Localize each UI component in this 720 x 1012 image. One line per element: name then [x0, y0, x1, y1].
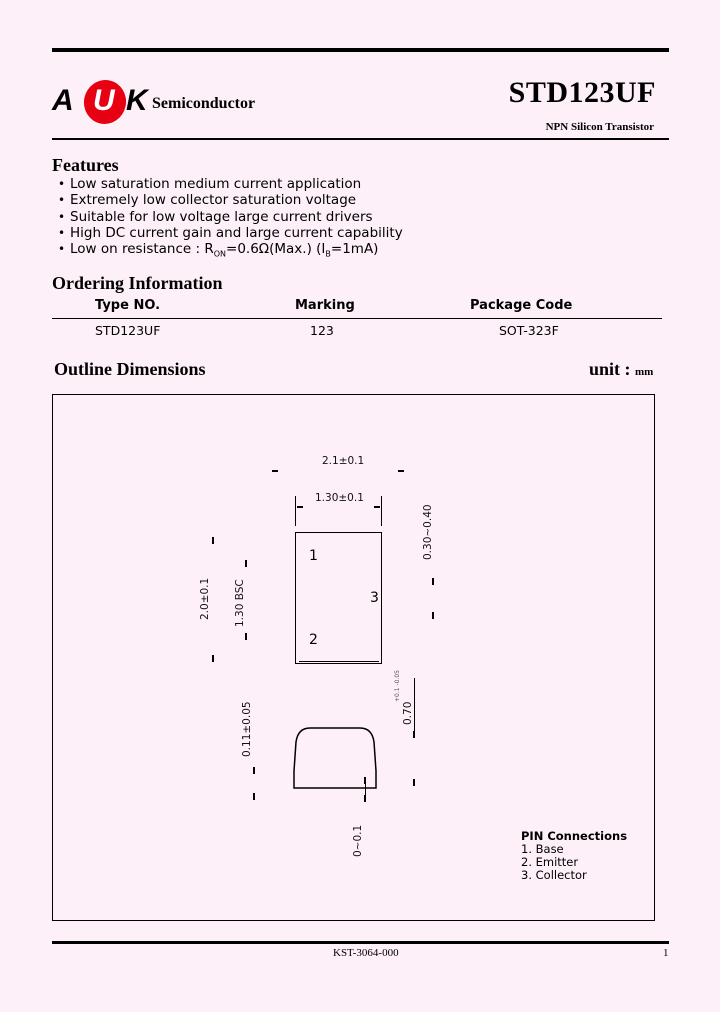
- package-body-top-view: [295, 532, 382, 664]
- extension-line: [365, 777, 366, 797]
- extension-line: [414, 678, 415, 736]
- pin-connection-item: 1. Base: [521, 842, 564, 856]
- arrow-icon: [297, 506, 303, 508]
- unit-label: unit : mm: [589, 359, 654, 379]
- part-subtitle: NPN Silicon Transistor: [545, 121, 654, 133]
- arrow-icon: [374, 506, 380, 508]
- header-top-rule: [52, 48, 669, 52]
- cell-type: STD123UF: [95, 323, 161, 338]
- logo-letter-a: A: [52, 84, 74, 117]
- arrow-icon: [364, 795, 366, 802]
- pin-connection-item: 2. Emitter: [521, 855, 579, 869]
- dim-pin-pitch: 1.30 BSC: [234, 579, 246, 627]
- footer-rule: [52, 941, 669, 944]
- features-heading: Features: [52, 155, 119, 175]
- arrow-icon: [364, 777, 366, 784]
- dim-body-height: 0.70: [402, 701, 414, 725]
- feature-item-resistance: Low on resistance : RON=0.6Ω(Max.) (IB=1…: [58, 241, 403, 263]
- extension-line: [295, 496, 296, 526]
- column-header-package: Package Code: [470, 298, 573, 313]
- dim-lead-length: 0.30~0.40: [422, 504, 434, 560]
- outline-heading: Outline Dimensions: [54, 359, 206, 379]
- outline-drawing-box: [52, 394, 655, 921]
- pin-connections-title: PIN Connections: [521, 829, 628, 843]
- dim-total-width: 2.1±0.1: [322, 455, 365, 467]
- arrow-icon: [432, 578, 434, 585]
- logo-letter-u: U: [93, 84, 115, 117]
- logo-semiconductor-text: Semiconductor: [152, 95, 256, 112]
- feature-item: Suitable for low voltage large current d…: [58, 209, 403, 225]
- dim-body-height-tolerance: +0.1 -0.05: [394, 669, 401, 702]
- table-header-divider: [52, 318, 662, 319]
- column-header-type: Type NO.: [95, 298, 161, 313]
- arrow-icon: [432, 612, 434, 619]
- arrow-icon: [253, 767, 255, 774]
- feature-item: Low saturation medium current applicatio…: [58, 176, 403, 192]
- arrow-icon: [212, 655, 214, 662]
- arrow-icon: [245, 560, 247, 567]
- cell-marking: 123: [310, 323, 334, 338]
- ordering-heading: Ordering Information: [52, 273, 223, 293]
- extension-line: [381, 496, 382, 526]
- page-number: 1: [663, 947, 669, 959]
- column-header-marking: Marking: [295, 298, 355, 313]
- arrow-icon: [245, 633, 247, 640]
- pin-connection-item: 3. Collector: [521, 868, 587, 882]
- pin-label-1: 1: [309, 548, 318, 564]
- dim-lead-thickness: 0.11±0.05: [241, 701, 253, 757]
- header-bottom-rule: [52, 138, 669, 140]
- package-edge-line: [299, 661, 379, 662]
- feature-item: Extremely low collector saturation volta…: [58, 192, 403, 208]
- logo-letter-k: K: [126, 84, 148, 117]
- pin-label-2: 2: [309, 632, 318, 648]
- pin-label-3: 3: [370, 590, 379, 606]
- arrow-icon: [253, 793, 255, 800]
- arrow-icon: [272, 470, 278, 472]
- package-body-side-view: [293, 727, 377, 789]
- arrow-icon: [413, 779, 415, 786]
- dim-total-height: 2.0±0.1: [199, 577, 211, 620]
- arrow-icon: [398, 470, 404, 472]
- document-number: KST-3064-000: [333, 947, 399, 959]
- dim-body-width: 1.30±0.1: [315, 492, 364, 504]
- dim-standoff: 0~0.1: [352, 824, 364, 857]
- features-list: Low saturation medium current applicatio…: [58, 176, 403, 263]
- feature-item: High DC current gain and large current c…: [58, 225, 403, 241]
- arrow-icon: [212, 537, 214, 544]
- part-number-title: STD123UF: [508, 76, 656, 109]
- arrow-icon: [413, 731, 415, 738]
- cell-package: SOT-323F: [499, 323, 559, 338]
